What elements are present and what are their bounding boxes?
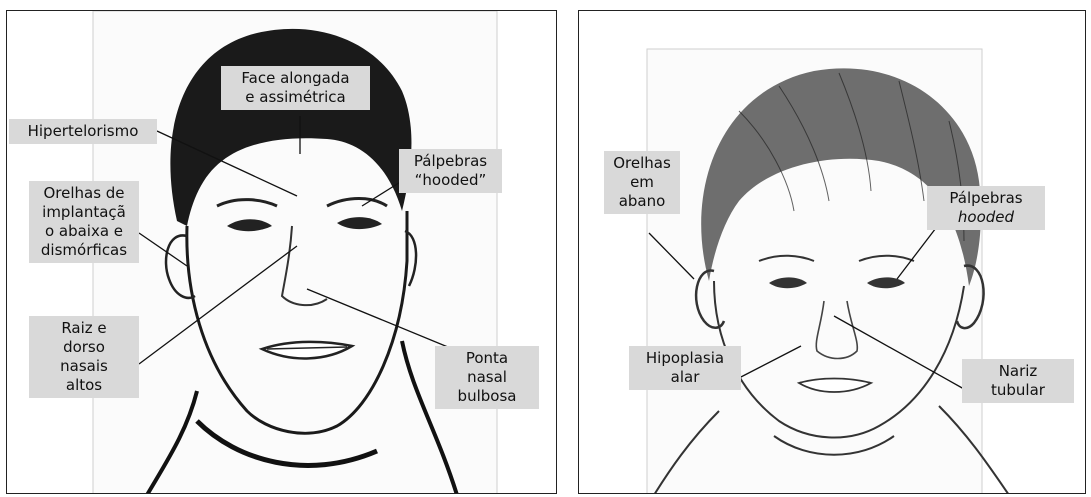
label-palpebras-hooded: Pálpebras hooded [927,186,1045,230]
label-orelhas-abano: Orelhas em abano [604,151,680,214]
right-illustration-panel: Orelhas em abano Pálpebras hooded Hipopl… [578,10,1086,494]
palpebras-hooded-italic: hooded [932,208,1040,227]
child-face-drawing [579,11,1086,494]
label-face-alongada: Face alongada e assimétrica [221,66,370,110]
label-nariz-tubular: Nariz tubular [962,359,1074,403]
label-raiz-dorso: Raiz e dorso nasais altos [29,316,139,398]
label-hipoplasia-alar: Hipoplasia alar [629,346,741,390]
left-illustration-panel: Face alongada e assimétrica Hiperteloris… [6,10,557,494]
label-hipertelorismo: Hipertelorismo [9,119,157,144]
label-palpebras-hooded: Pálpebras “hooded” [399,149,502,193]
label-ponta-nasal: Ponta nasal bulbosa [435,346,539,409]
label-orelhas-implantacao: Orelhas de implantaçã o abaixa e dismórf… [29,181,139,263]
